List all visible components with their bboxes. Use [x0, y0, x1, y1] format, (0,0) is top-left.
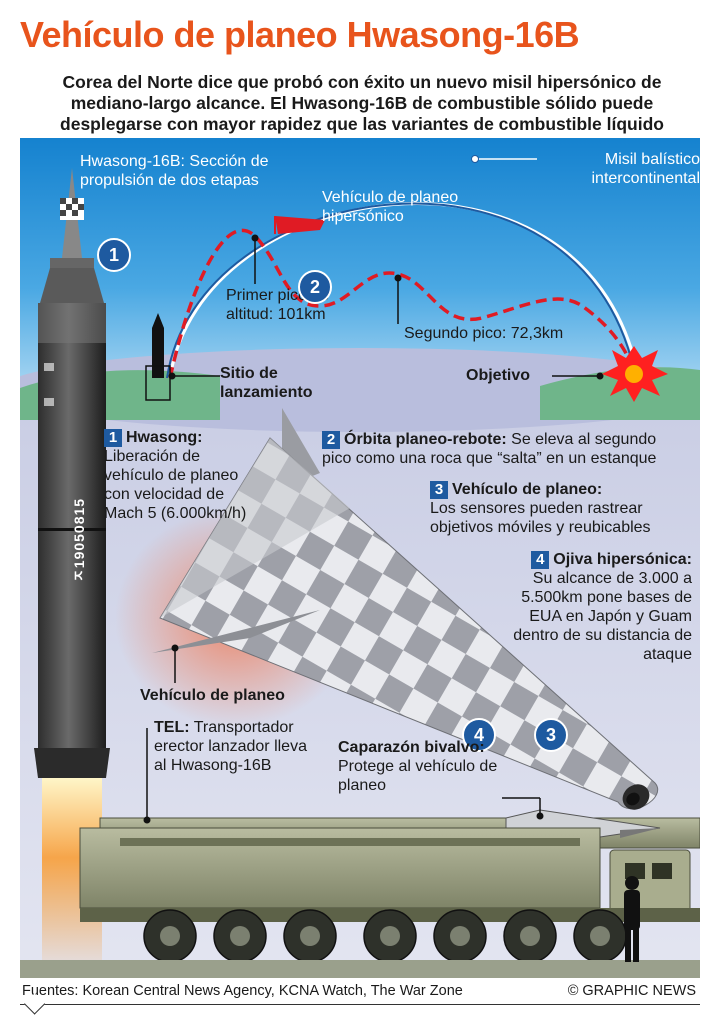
- page-subtitle: Corea del Norte dice que probó con éxito…: [60, 72, 664, 134]
- note-1-body: Liberación de vehículo de planeo con vel…: [104, 448, 247, 522]
- marker-3: 3: [534, 718, 568, 752]
- note-4-number: 4: [531, 551, 550, 569]
- note-4-body: Su alcance de 3.000 a 5.500km pone bases…: [513, 570, 692, 663]
- hgv-label: Vehículo de planeo hipersónico: [322, 189, 459, 225]
- glide-vehicle-label: Vehículo de planeo: [140, 687, 285, 704]
- note-2-number: 2: [322, 431, 340, 449]
- note-tel: TEL: Transportador erector lanzador llev…: [154, 718, 314, 775]
- note-clamshell-body: Protege al vehículo de planeo: [338, 758, 498, 794]
- marker-1: 1: [97, 238, 131, 272]
- icbm-label: Misil balístico intercontinental: [591, 151, 700, 187]
- note-3-head: Vehículo de planeo:: [452, 481, 603, 498]
- launch-site-label: Sitio de lanzamiento: [220, 365, 313, 401]
- missile-serial-label: ㅈ19050815: [71, 497, 87, 583]
- footer-sources: Fuentes: Korean Central News Agency, KCN…: [22, 983, 463, 999]
- marker-2: 2: [298, 270, 332, 304]
- footer-brand: © GRAPHIC NEWS: [567, 983, 696, 999]
- target-label: Objetivo: [466, 367, 531, 384]
- note-clamshell-head: Caparazón bivalvo:: [338, 739, 485, 756]
- note-tel-body: Transportador erector lanzador lleva al …: [154, 719, 307, 774]
- propulsion-label: Hwasong-16B: Sección de propulsión de do…: [80, 153, 269, 189]
- marker-4: 4: [462, 718, 496, 752]
- page-title: Vehículo de planeo Hwasong-16B: [20, 14, 580, 55]
- note-clamshell: Caparazón bivalvo: Protege al vehículo d…: [338, 738, 524, 795]
- infographic-art: [20, 138, 700, 978]
- footer-divider: [20, 1004, 700, 1005]
- note-4-head: Ojiva hipersónica:: [553, 551, 692, 568]
- second-peak-label: Segundo pico: 72,3km: [404, 325, 564, 342]
- note-1-number: 1: [104, 429, 122, 447]
- note-3-number: 3: [430, 481, 448, 499]
- note-tel-head: TEL:: [154, 719, 190, 736]
- note-1-head: Hwasong:: [126, 429, 203, 446]
- note-2-head: Órbita planeo-rebote:: [344, 431, 507, 448]
- infographic-panel: Hwasong-16B: Sección de propulsión de do…: [20, 138, 700, 978]
- note-2-body: Se eleva al segundo pico como una roca q…: [322, 431, 657, 467]
- note-3-body: Los sensores pueden rastrear objetivos m…: [430, 500, 651, 536]
